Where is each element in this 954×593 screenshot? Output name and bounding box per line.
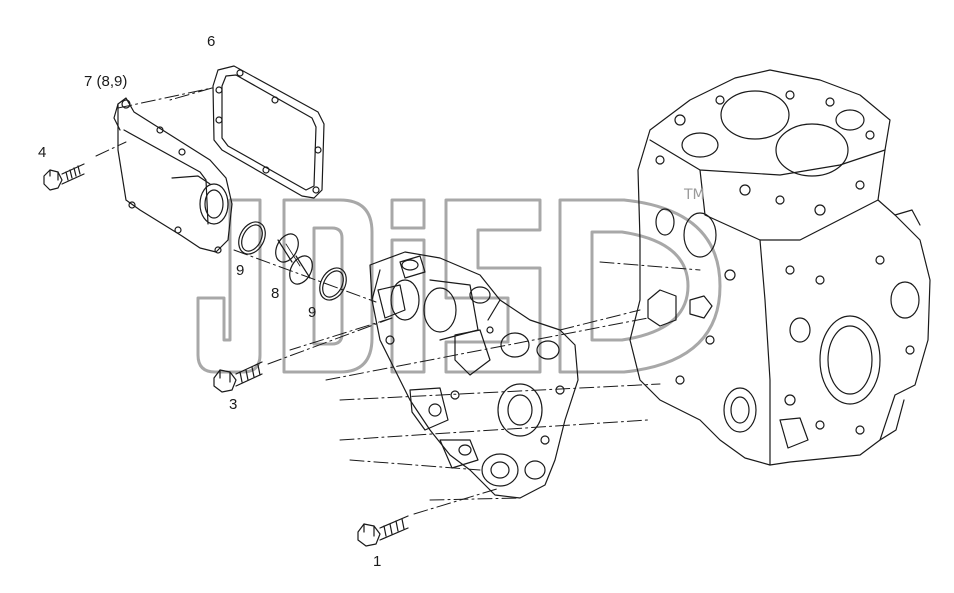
sleeve-part-8 xyxy=(275,233,313,285)
callout-part-7: 7 (8,9) xyxy=(84,73,128,90)
engine-block xyxy=(629,69,931,466)
callout-part-6: 6 xyxy=(207,33,216,50)
callout-part-9-lower: 9 xyxy=(308,304,317,321)
watermark-trademark: TM xyxy=(684,187,705,203)
bolt-part-3 xyxy=(213,361,263,393)
callout-part-1: 1 xyxy=(373,553,382,570)
callout-part-9-upper: 9 xyxy=(236,262,245,279)
bolt-part-1 xyxy=(357,515,409,547)
o-ring-part-9-lower xyxy=(319,267,347,301)
cover-part-7 xyxy=(113,97,233,254)
callout-part-3: 3 xyxy=(229,396,238,413)
callout-part-4: 4 xyxy=(38,144,47,161)
assembly-centerlines xyxy=(95,87,701,515)
gasket-part-6 xyxy=(212,65,325,199)
gear-case-housing xyxy=(369,251,579,499)
bolt-part-4 xyxy=(43,163,85,191)
callout-part-8: 8 xyxy=(271,285,280,302)
o-ring-part-9-upper xyxy=(238,221,266,255)
